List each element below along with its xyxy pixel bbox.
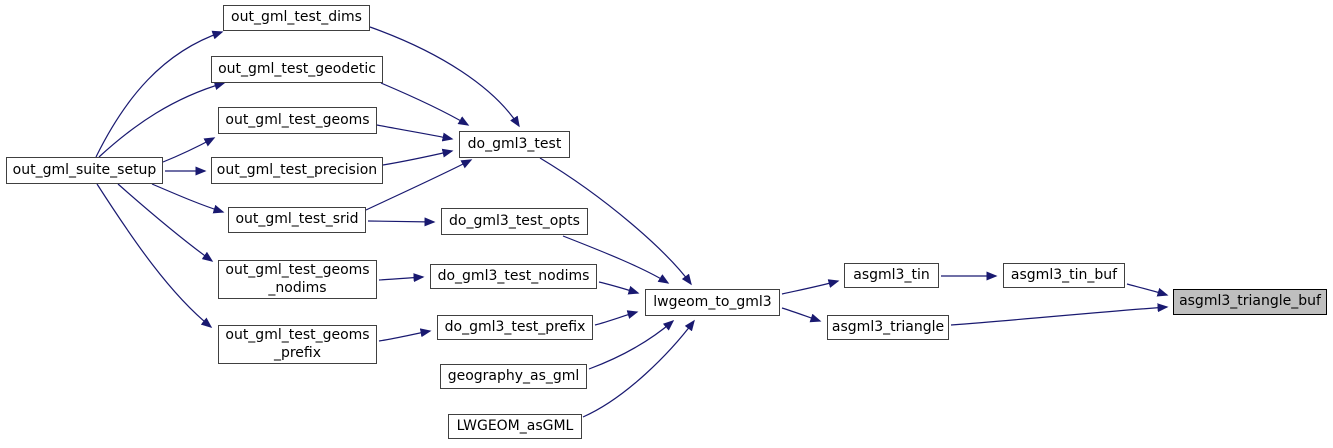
node-asgml3-triangle-buf: asgml3_triangle_buf [1173, 289, 1327, 315]
node-do-gml3-test[interactable]: do_gml3_test [459, 131, 570, 158]
edge-tin-buf-to-triangle-buf [1126, 283, 1169, 297]
edge-triangle-to-triangle-buf [950, 303, 1169, 326]
node-out-gml-test-srid[interactable]: out_gml_test_srid [228, 207, 366, 233]
node-do-gml3-test-opts[interactable]: do_gml3_test_opts [441, 208, 588, 235]
edge-suite-setup-to-test-srid [151, 183, 225, 214]
edge-test-nodims-to-lwgeom [598, 281, 640, 295]
node-out-gml-test-precision[interactable]: out_gml_test_precision [211, 157, 383, 184]
edge-lwgeom-to-asgml3-tin [781, 279, 840, 295]
edge-suite-setup-to-test-geodetic [98, 81, 226, 158]
edge-suite-setup-to-geoms-nodims [117, 183, 214, 262]
edge-test-geodetic-to-do-gml3-test [380, 82, 470, 126]
node-out-gml-test-geoms-nodims[interactable]: out_gml_test_geoms _nodims [218, 260, 377, 299]
edge-test-srid-to-do-gml3-test [365, 159, 473, 211]
node-asgml3-triangle[interactable]: asgml3_triangle [827, 315, 949, 340]
edge-suite-setup-to-geoms-prefix [96, 183, 213, 328]
node-lwgeom-to-gml3[interactable]: lwgeom_to_gml3 [645, 289, 780, 316]
edge-do-gml3-test-to-lwgeom [539, 157, 692, 286]
node-out-gml-test-dims[interactable]: out_gml_test_dims [223, 5, 370, 31]
node-out-gml-test-geoms[interactable]: out_gml_test_geoms [218, 107, 377, 134]
edge-test-srid-to-test-opts [367, 217, 436, 227]
node-out-gml-test-geoms-prefix[interactable]: out_gml_test_geoms _prefix [218, 325, 377, 364]
edge-geography-as-gml-to-lwgeom [588, 320, 675, 370]
node-do-gml3-test-prefix[interactable]: do_gml3_test_prefix [437, 315, 593, 340]
edge-lwgeom-asgml-to-lwgeom [582, 319, 695, 418]
edge-test-precision-to-do-gml3-test [382, 148, 454, 166]
edge-suite-setup-to-test-geoms [162, 137, 216, 163]
edge-test-prefix-to-lwgeom [594, 310, 639, 326]
edge-suite-setup-to-test-dims [95, 30, 224, 158]
edge-test-geoms-to-do-gml3-test [376, 124, 454, 142]
node-out-gml-suite-setup[interactable]: out_gml_suite_setup [6, 157, 163, 184]
edge-test-dims-to-do-gml3-test [369, 26, 520, 128]
node-asgml3-tin-buf[interactable]: asgml3_tin_buf [1003, 263, 1125, 288]
node-do-gml3-test-nodims[interactable]: do_gml3_test_nodims [430, 264, 597, 289]
edge-geoms-prefix-to-test-prefix [378, 328, 432, 342]
node-lwgeom-asgml[interactable]: LWGEOM_asGML [448, 414, 582, 439]
node-out-gml-test-geodetic[interactable]: out_gml_test_geodetic [211, 56, 383, 83]
node-asgml3-tin[interactable]: asgml3_tin [844, 263, 939, 288]
edge-geoms-nodims-to-test-nodims [378, 273, 425, 283]
edge-test-opts-to-lwgeom [562, 235, 670, 284]
edge-lwgeom-to-asgml3-triangle [781, 307, 822, 323]
node-geography-as-gml[interactable]: geography_as_gml [440, 364, 587, 389]
